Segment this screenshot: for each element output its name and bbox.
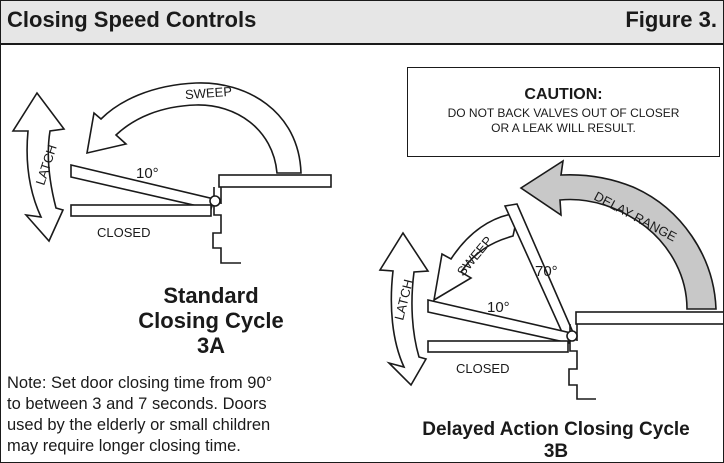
angle-70-label-3b: 70° [535,263,558,280]
note-line-1: Note: Set door closing time from 90° [7,374,273,392]
caution-box: CAUTION: DO NOT BACK VALVES OUT OF CLOSE… [407,67,720,157]
door-jamb-3a [212,187,241,264]
note-line-3: used by the elderly or small children [7,416,271,434]
figure-number: Figure 3. [625,7,717,32]
sweep-arrow-3a [86,82,302,174]
caution-title: CAUTION: [524,86,603,103]
note-line-4: may require longer closing time. [7,437,241,455]
hinge-3a [209,195,221,207]
caption-3a-line-2: Closing Cycle [138,308,284,333]
door-open-90-3a [218,174,332,188]
door-closed-3b [427,340,569,353]
note-line-2: to between 3 and 7 seconds. Doors [7,395,267,413]
latch-arrow-3b [378,231,430,387]
door-closed-3a [70,204,212,217]
caption-3a-line-3: 3A [196,333,226,358]
door-jamb-3b [568,324,596,400]
angle-10-label-3b: 10° [487,299,510,316]
caption-3a-line-1: Standard [163,283,259,308]
diagram-3a [11,82,332,264]
delay-range-arrow-3b [519,159,717,310]
caption-3b-line-2: 3B [543,441,569,462]
caution-line-1: DO NOT BACK VALVES OUT OF CLOSER [447,106,680,120]
sweep-label-3a: SWEEP [185,84,233,102]
caption-3a: Standard Closing Cycle 3A [96,283,326,358]
angle-label-3a: 10° [136,165,159,182]
door-open-90-3b [575,311,723,325]
figure-header: Closing Speed Controls Figure 3. [1,1,723,45]
figure-title: Closing Speed Controls [7,7,257,32]
hinge-3b [566,330,578,342]
diagram-3b [378,159,723,400]
caution-line-2: OR A LEAK WILL RESULT. [491,121,636,135]
latch-arrow-3a [11,91,66,243]
caption-3b: Delayed Action Closing Cycle 3B [381,419,723,462]
note-text: Note: Set door closing time from 90° to … [7,373,367,457]
sweep-arrow-3b [432,212,520,302]
closed-label-3b: CLOSED [456,361,509,376]
closed-label-3a: CLOSED [97,225,150,240]
caption-3b-line-1: Delayed Action Closing Cycle [422,419,690,440]
